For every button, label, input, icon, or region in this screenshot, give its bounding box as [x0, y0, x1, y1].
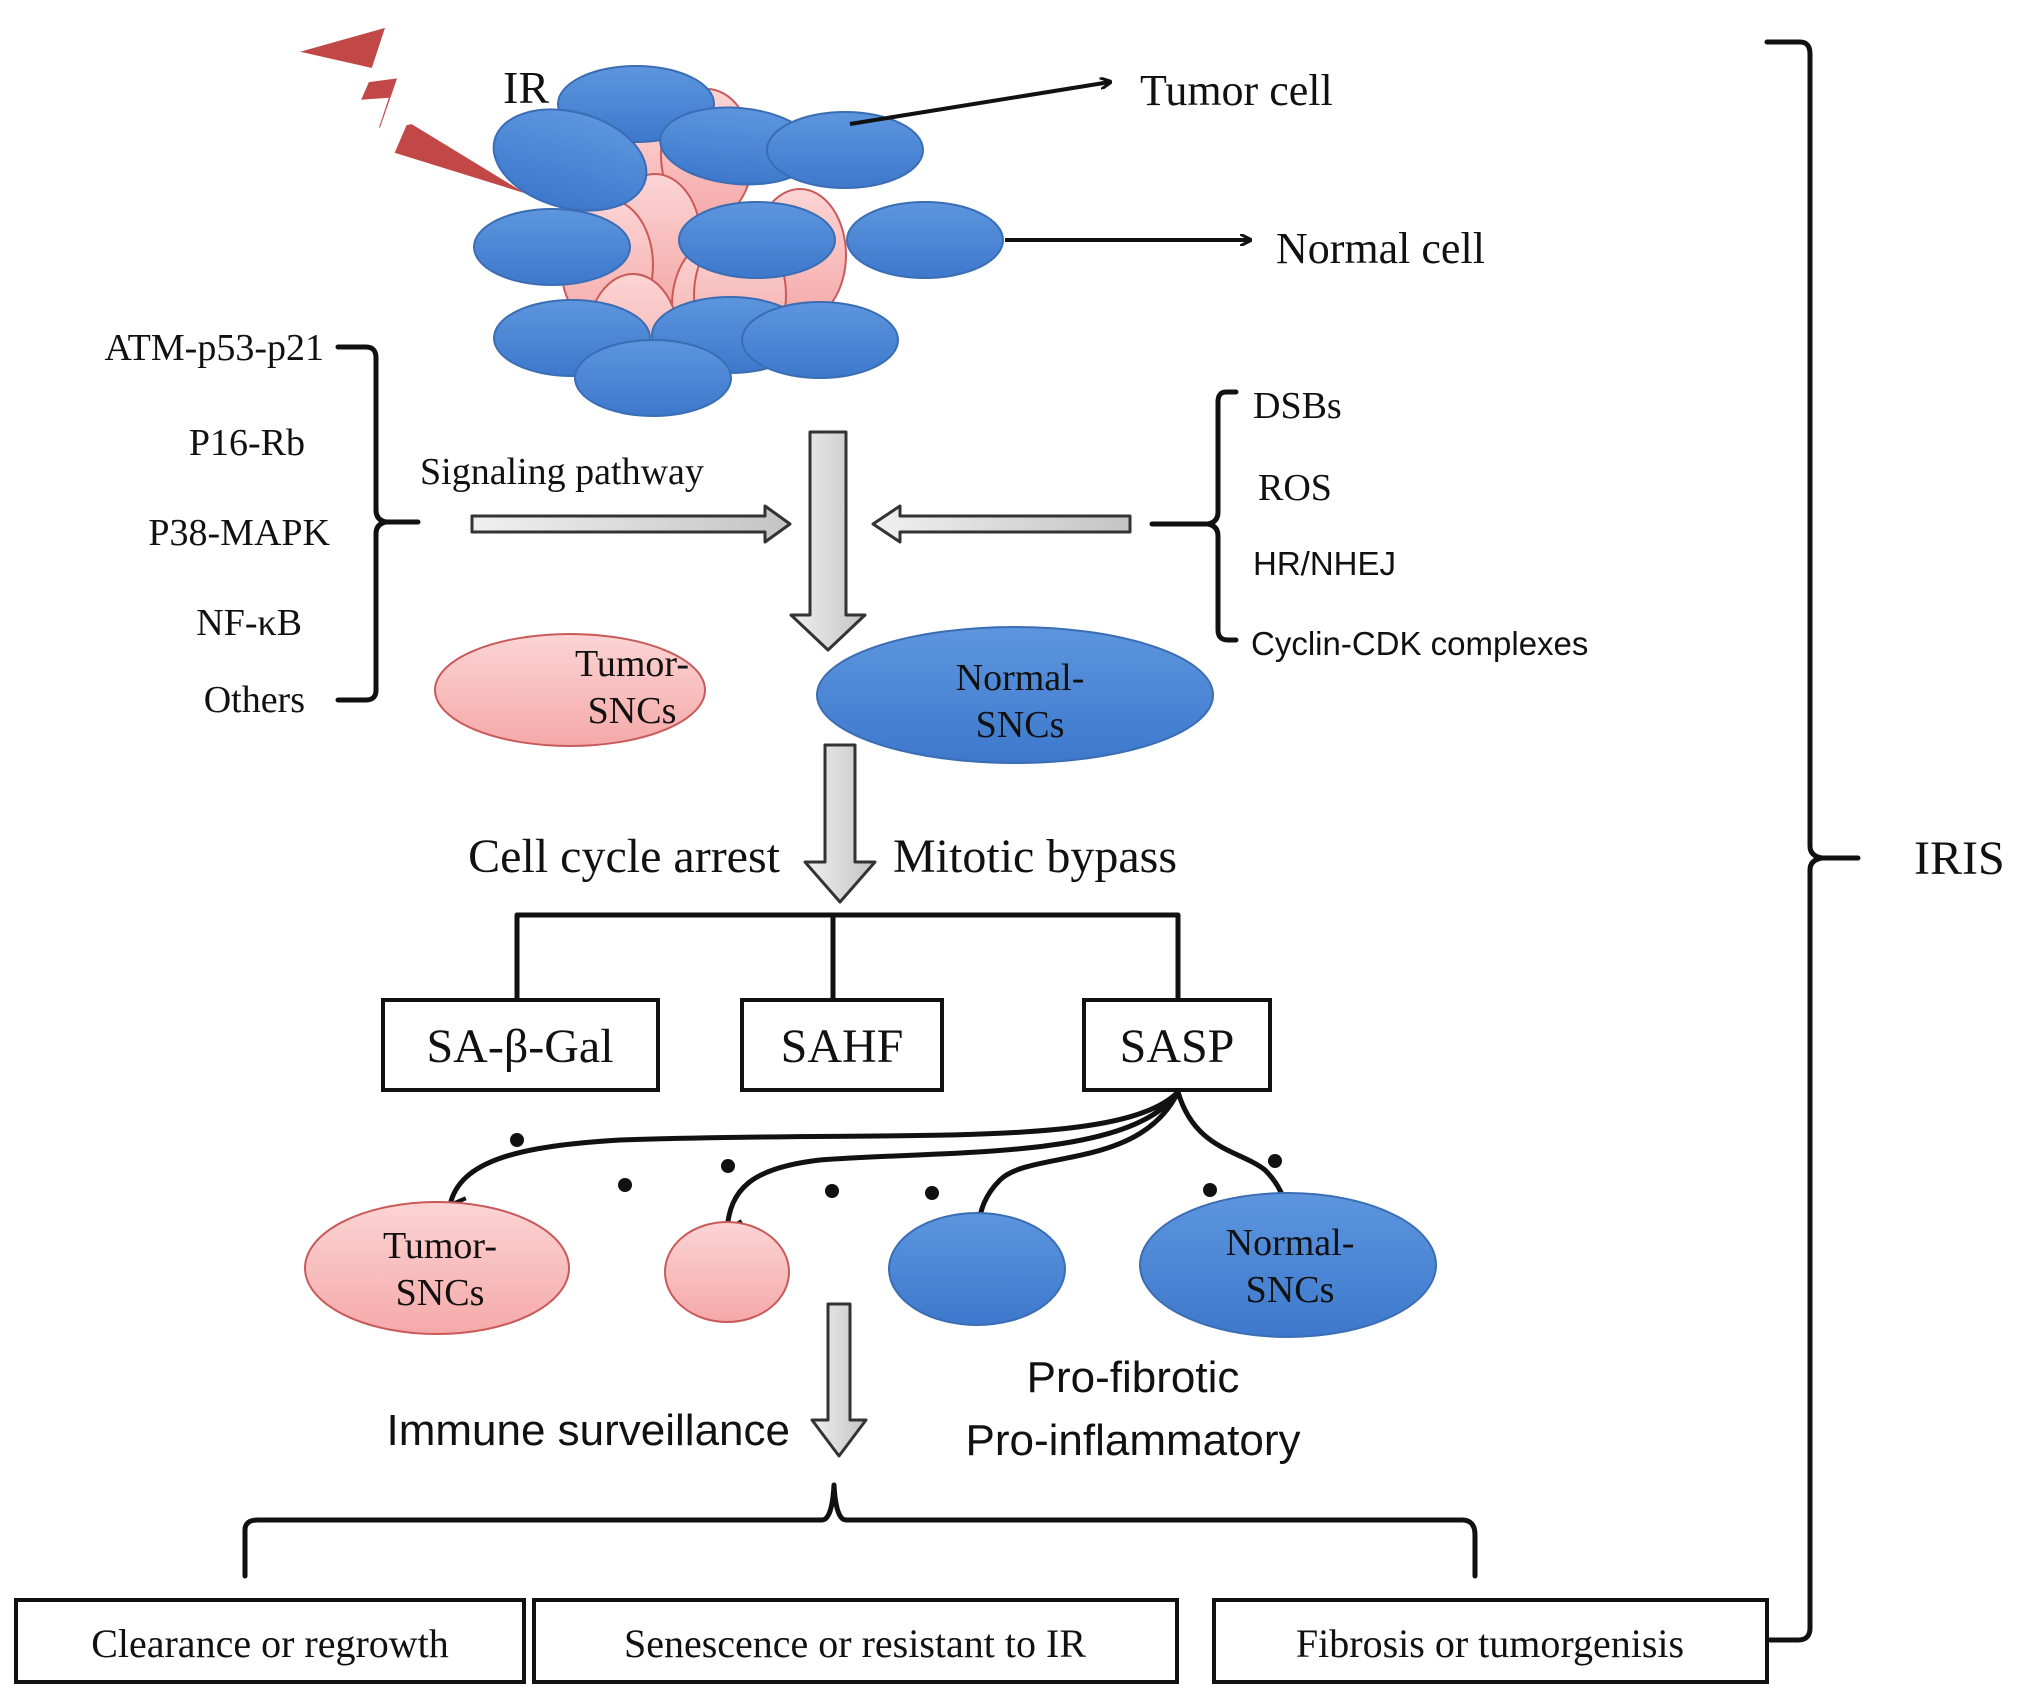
pathway-item: Others [204, 679, 305, 721]
normal-snc-cell [816, 626, 1214, 764]
normal-cell-label: Normal cell [1276, 224, 1485, 273]
sasp-target-normal-cell [888, 1212, 1066, 1326]
sasp-normal-label-line2: SNCs [1246, 1269, 1335, 1311]
outcome-label: Fibrosis or tumorgenisis [1296, 1621, 1684, 1666]
damage-factor-item: HR/NHEJ [1253, 545, 1396, 582]
tumor-cell-label: Tumor cell [1140, 66, 1333, 115]
sasp-target-normal-snc [1139, 1192, 1437, 1338]
immune-surveillance-label: Immune surveillance [387, 1406, 791, 1455]
marker-label: SASP [1120, 1020, 1235, 1073]
normal-snc-label-line2: SNCs [976, 704, 1065, 746]
sasp-target-tumor-snc [304, 1201, 570, 1335]
sasp-tumor-label-line2: SNCs [396, 1272, 485, 1314]
pro-fibrotic-label: Pro-fibrotic [1027, 1353, 1240, 1402]
iris-bracket [1764, 39, 1861, 1643]
pathway-item: NF-κB [196, 602, 302, 644]
outcome-bracket [242, 1482, 1478, 1579]
damage-factor-list: DSBs ROS HR/NHEJ Cyclin-CDK complexes [1251, 385, 1588, 662]
tumor-cell-pointer [849, 82, 1110, 126]
pro-inflammatory-label: Pro-inflammatory [966, 1416, 1301, 1465]
normal-snc-label-line1: Normal- [956, 657, 1085, 699]
pathway-item: P38-MAPK [148, 512, 330, 554]
sasp-tumor-label-line1: Tumor- [383, 1225, 497, 1267]
pathway-list: ATM-p53-p21 P16-Rb P38-MAPK NF-κB Others [104, 327, 330, 721]
outcome-box-clearance [14, 1598, 526, 1684]
mitotic-bypass-label: Mitotic bypass [893, 830, 1177, 883]
sasp-signal-curves [446, 1089, 1301, 1243]
outcome-label: Senescence or resistant to IR [624, 1621, 1086, 1666]
outcome-box-fibrosis [1212, 1598, 1769, 1684]
pathway-bracket [335, 344, 421, 703]
tumor-snc-cell [434, 633, 706, 747]
damage-factor-item: Cyclin-CDK complexes [1251, 625, 1588, 662]
tumor-snc-label-line2: SNCs [588, 690, 677, 732]
damage-factor-item: ROS [1258, 467, 1332, 509]
tumor-snc-label-line1: Tumor- [575, 643, 689, 685]
cluster-down-arrow [789, 430, 867, 652]
cell-cycle-arrest-label: Cell cycle arrest [468, 830, 781, 883]
marker-label: SAHF [781, 1020, 904, 1073]
transition-arrow [803, 743, 877, 904]
signaling-pathway-label: Signaling pathway [420, 451, 704, 493]
lightning-bolt-icon [291, 22, 542, 202]
sasp-normal-label-line1: Normal- [1226, 1222, 1355, 1264]
damage-arrow [871, 504, 1132, 544]
iris-label: IRIS [1914, 832, 2005, 885]
signaling-arrow [470, 504, 792, 544]
pathway-item: P16-Rb [189, 422, 305, 464]
marker-branch-lines [514, 912, 1181, 1003]
marker-label: SA-β-Gal [426, 1020, 613, 1073]
outcome-box-senescence [532, 1598, 1179, 1684]
ir-label: IR [503, 62, 549, 113]
outcome-label: Clearance or regrowth [91, 1621, 449, 1666]
marker-box-sa-beta-gal [381, 998, 660, 1092]
pathway-item: ATM-p53-p21 [104, 327, 324, 369]
damage-factor-item: DSBs [1253, 385, 1342, 427]
effects-arrow [810, 1302, 868, 1458]
sasp-factor-dots [510, 1133, 1282, 1200]
sasp-target-tumor-cell [664, 1221, 790, 1323]
damage-factor-bracket [1149, 389, 1239, 643]
normal-cell-ring [473, 65, 1004, 417]
marker-box-sahf [740, 998, 944, 1092]
